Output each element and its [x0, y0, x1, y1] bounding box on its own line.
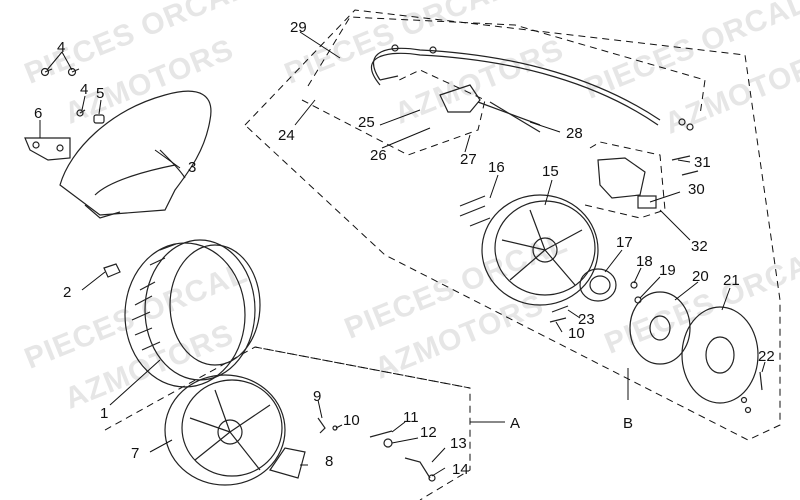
callout-27: 27 [460, 151, 477, 168]
brake-cable [371, 44, 661, 126]
callout-9: 9 [313, 388, 321, 405]
caliper-front-boundary [301, 69, 486, 156]
group-a-boundary-top [254, 346, 471, 389]
cable-group-boundary [307, 16, 706, 116]
rear-tyre [124, 239, 261, 388]
brake-caliper [597, 157, 657, 209]
master-cylinder [439, 84, 541, 133]
callout-31: 31 [694, 154, 711, 171]
rear-mudguard [59, 90, 212, 219]
wheel-nut [103, 263, 121, 278]
callout-18: 18 [636, 253, 653, 270]
speedometer-drive [579, 268, 617, 302]
rim-hub-cover [269, 447, 306, 479]
callout-6: 6 [34, 105, 42, 122]
brake-disc-small [629, 291, 691, 365]
disc-bolts [740, 371, 763, 414]
valve-and-bolt-parts [317, 417, 436, 482]
leader-lines [39, 31, 766, 477]
callout-4: 4 [57, 39, 65, 56]
callout-32: 32 [691, 238, 708, 255]
callout-21: 21 [723, 272, 740, 289]
front-rim [481, 194, 599, 306]
callout-16: 16 [488, 159, 505, 176]
callout-1: 1 [100, 405, 108, 422]
rear-rim [164, 374, 286, 486]
mudguard-bolts [40, 67, 105, 124]
callout-15: 15 [542, 163, 559, 180]
callout-8: 8 [325, 453, 333, 470]
callout-2: 2 [63, 284, 71, 301]
spacer-and-seal [630, 281, 642, 304]
cable-bolts [379, 75, 699, 176]
callout-11: 11 [403, 409, 419, 426]
group-label-b: B [623, 415, 633, 432]
callout-7: 7 [131, 445, 139, 462]
callout-3: 3 [188, 159, 196, 176]
callout-20: 20 [692, 268, 709, 285]
callout-24: 24 [278, 127, 295, 144]
callout-29: 29 [290, 19, 307, 36]
caliper-rear-boundary [584, 141, 666, 219]
callout-28: 28 [566, 125, 583, 142]
group-b-boundary [244, 9, 781, 441]
callout-14: 14 [452, 461, 469, 478]
callout-22: 22 [758, 348, 775, 365]
callout-4: 4 [80, 81, 88, 98]
callout-10: 10 [343, 412, 360, 429]
mudguard-bracket [24, 137, 71, 161]
callout-23: 23 [578, 311, 595, 328]
callout-19: 19 [659, 262, 676, 279]
callout-26: 26 [370, 147, 387, 164]
callout-13: 13 [450, 435, 467, 452]
group-label-a: A [510, 415, 520, 432]
callout-10: 10 [568, 325, 585, 342]
brake-disc-large [681, 306, 759, 404]
callout-12: 12 [420, 424, 437, 441]
callout-17: 17 [616, 234, 633, 251]
callout-25: 25 [358, 114, 375, 131]
axle-spacer [549, 305, 569, 323]
callout-30: 30 [688, 181, 705, 198]
callout-5: 5 [96, 85, 104, 102]
front-axle-bolts [459, 195, 491, 227]
